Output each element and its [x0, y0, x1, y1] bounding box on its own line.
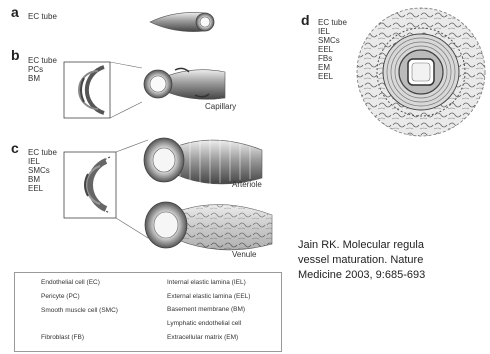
panel-c-label-bm: BM: [28, 175, 57, 184]
legend-fibroblast: Fibroblast (FB): [41, 334, 84, 341]
panel-d-label-eel-outer: EEL: [318, 72, 347, 81]
panel-b-labels: EC tube PCs BM: [28, 56, 57, 83]
legend-endothelial-cell: Endothelial cell (EC): [41, 279, 100, 286]
panel-d-label-iel: IEL: [318, 27, 347, 36]
panel-a-tube: [150, 12, 214, 31]
legend-extracellular-matrix: Extracellular matrix (EM): [167, 334, 238, 341]
panel-c-cross-section: [64, 140, 148, 238]
legend-pericyte: Pericyte (PC): [41, 293, 80, 300]
panel-b-label-pcs: PCs: [28, 65, 57, 74]
legend-iel: Internal elastic lamina (IEL): [167, 279, 246, 286]
citation-line-3: Medicine 2003, 9:685-693: [298, 268, 425, 283]
panel-c-label-ec-tube: EC tube: [28, 148, 57, 157]
legend-box: Endothelial cell (EC) Pericyte (PC) Smoo…: [14, 272, 282, 352]
legend-eel: External elastic lamina (EEL): [167, 293, 250, 300]
panel-b-capillary: [144, 68, 225, 99]
panel-b-letter: b: [11, 47, 20, 63]
legend-lymphatic-cell: Lymphatic endothelial cell: [167, 320, 241, 327]
panel-d-cross-section: [357, 8, 485, 136]
panel-c-label-eel: EEL: [28, 184, 57, 193]
citation-text: Jain RK. Molecular regula vessel maturat…: [298, 238, 425, 283]
arteriole-label: Arteriole: [232, 180, 262, 189]
legend-basement-membrane: Basement membrane (BM): [167, 306, 245, 313]
panel-d-label-fbs: FBs: [318, 54, 347, 63]
panel-b-cross-section: [64, 62, 142, 118]
panel-b-label-ec-tube: EC tube: [28, 56, 57, 65]
panel-a-label-ec-tube: EC tube: [28, 12, 57, 21]
panel-d-labels: EC tube IEL SMCs EEL FBs EM EEL: [318, 18, 347, 81]
panel-d-label-em: EM: [318, 63, 347, 72]
citation-line-1: Jain RK. Molecular regula: [298, 238, 425, 253]
panel-d-label-ec-tube: EC tube: [318, 18, 347, 27]
panel-c-labels: EC tube IEL SMCs BM EEL: [28, 148, 57, 193]
citation-line-2: vessel maturation. Nature: [298, 253, 425, 268]
panel-d-label-smcs: SMCs: [318, 36, 347, 45]
panel-d-label-eel: EEL: [318, 45, 347, 54]
legend-smooth-muscle-cell: Smooth muscle cell (SMC): [41, 307, 121, 314]
panel-b-label-bm: BM: [28, 74, 57, 83]
panel-c-letter: c: [11, 140, 19, 156]
panel-c-arteriole: [144, 136, 262, 186]
capillary-label: Capillary: [205, 102, 236, 111]
venule-label: Venule: [232, 250, 256, 259]
panel-d-letter: d: [301, 12, 310, 28]
panel-c-label-iel: IEL: [28, 157, 57, 166]
panel-c-venule: [145, 202, 272, 250]
panel-a-letter: a: [11, 4, 19, 20]
panel-a-labels: EC tube: [28, 12, 57, 21]
panel-c-label-smcs: SMCs: [28, 166, 57, 175]
